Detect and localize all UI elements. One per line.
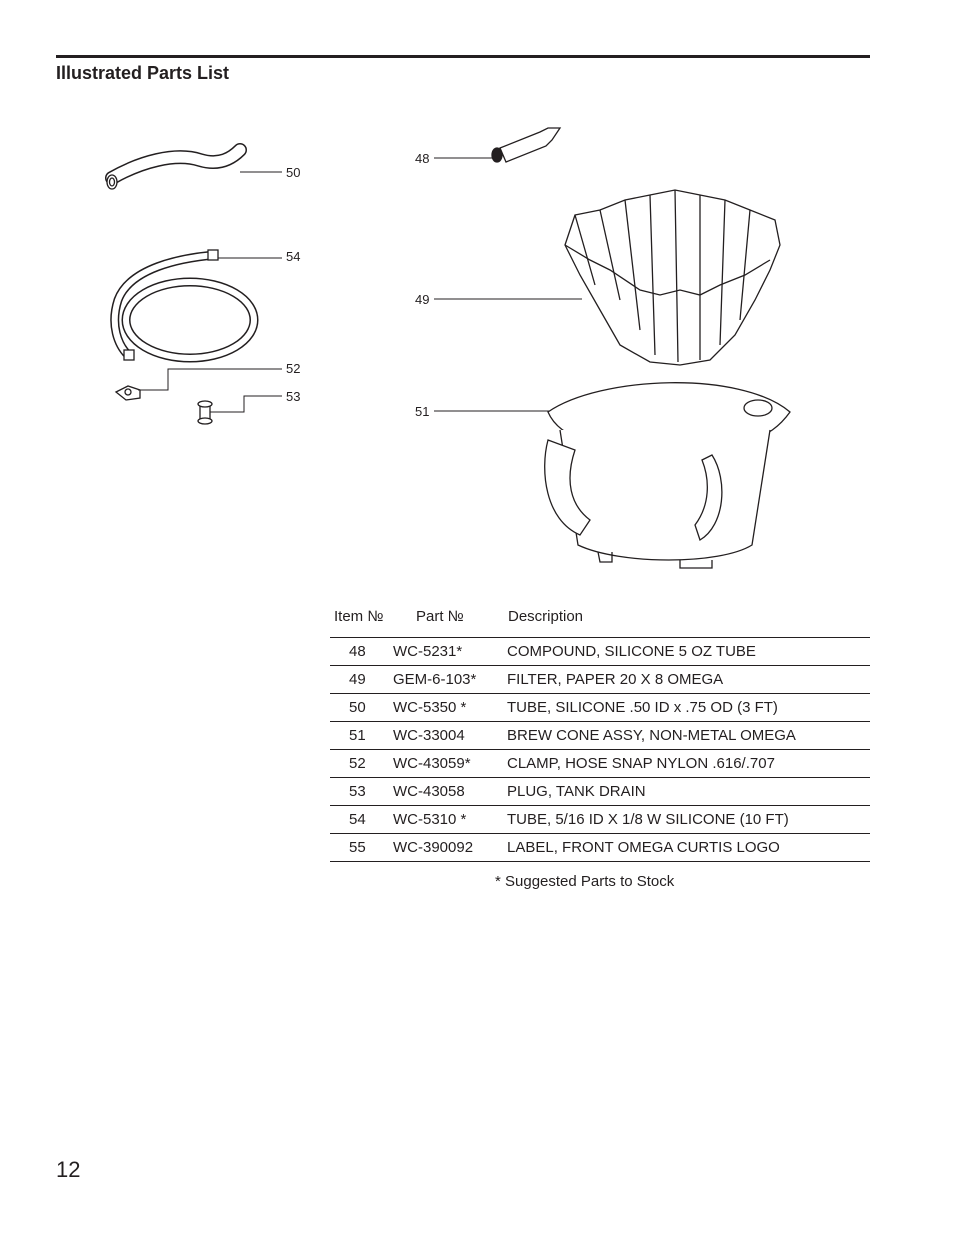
callout-54: 54 bbox=[286, 249, 300, 264]
callout-52: 52 bbox=[286, 361, 300, 376]
part-number: WC-5231* bbox=[393, 643, 463, 660]
table-row: 50 WC-5350 * TUBE, SILICONE .50 ID x .75… bbox=[330, 694, 870, 722]
part-description: TUBE, 5/16 ID X 1/8 W SILICONE (10 FT) bbox=[507, 811, 789, 828]
part-description: TUBE, SILICONE .50 ID x .75 OD (3 FT) bbox=[507, 699, 778, 716]
item-number: 51 bbox=[349, 727, 366, 744]
item-number: 52 bbox=[349, 755, 366, 772]
part-description: FILTER, PAPER 20 X 8 OMEGA bbox=[507, 671, 724, 688]
part-description: BREW CONE ASSY, NON-METAL OMEGA bbox=[507, 727, 796, 744]
item-number: 48 bbox=[349, 643, 366, 660]
table-row: 53 WC-43058 PLUG, TANK DRAIN bbox=[330, 778, 870, 806]
part-number: WC-390092 bbox=[393, 839, 474, 856]
item-number: 55 bbox=[349, 839, 366, 856]
parts-table: Item № Part № Description 48 WC-5231* CO… bbox=[330, 602, 870, 862]
header-item-number: Item № bbox=[334, 608, 384, 625]
callout-48: 48 bbox=[415, 151, 429, 166]
table-row: 54 WC-5310 * TUBE, 5/16 ID X 1/8 W SILIC… bbox=[330, 806, 870, 834]
callout-53: 53 bbox=[286, 389, 300, 404]
part-number: WC-5350 * bbox=[393, 699, 467, 716]
callout-49: 49 bbox=[415, 292, 429, 307]
table-row: 51 WC-33004 BREW CONE ASSY, NON-METAL OM… bbox=[330, 722, 870, 750]
callout-50: 50 bbox=[286, 165, 300, 180]
item-number: 49 bbox=[349, 671, 366, 688]
part-description: LABEL, FRONT OMEGA CURTIS LOGO bbox=[507, 839, 780, 856]
brew-cone-illustration bbox=[544, 382, 791, 569]
part-number: GEM-6-103* bbox=[393, 671, 477, 688]
table-row: 49 GEM-6-103* FILTER, PAPER 20 X 8 OMEGA bbox=[330, 666, 870, 694]
part-number: WC-5310 * bbox=[393, 811, 467, 828]
paper-filter-illustration bbox=[564, 189, 781, 366]
table-row: 55 WC-390092 LABEL, FRONT OMEGA CURTIS L… bbox=[330, 834, 870, 862]
coiled-tube-illustration bbox=[110, 249, 259, 363]
header-description: Description bbox=[508, 608, 584, 625]
item-number: 53 bbox=[349, 783, 366, 800]
part-description: PLUG, TANK DRAIN bbox=[507, 783, 646, 800]
item-number: 50 bbox=[349, 699, 366, 716]
header-part-number: Part № bbox=[416, 608, 464, 625]
table-row: 48 WC-5231* COMPOUND, SILICONE 5 OZ TUBE bbox=[330, 638, 870, 666]
part-description: CLAMP, HOSE SNAP NYLON .616/.707 bbox=[507, 755, 775, 772]
callout-leaders bbox=[138, 157, 582, 413]
silicone-compound-tube-illustration bbox=[491, 127, 562, 163]
part-number: WC-43059* bbox=[393, 755, 471, 772]
footnote: * Suggested Parts to Stock bbox=[495, 873, 675, 890]
table-row: 52 WC-43059* CLAMP, HOSE SNAP NYLON .616… bbox=[330, 750, 870, 778]
page-number: 12 bbox=[56, 1157, 81, 1182]
silicone-tube-illustration bbox=[105, 143, 247, 190]
part-description: COMPOUND, SILICONE 5 OZ TUBE bbox=[507, 643, 756, 660]
part-number: WC-43058 bbox=[393, 783, 465, 800]
drain-plug-illustration bbox=[197, 400, 213, 425]
header-rule bbox=[56, 55, 870, 58]
parts-diagram: 50 54 52 53 48 49 51 bbox=[105, 127, 791, 569]
part-number: WC-33004 bbox=[393, 727, 465, 744]
callout-51: 51 bbox=[415, 404, 429, 419]
table-header: Item № Part № Description bbox=[330, 602, 870, 638]
hose-clamp-illustration bbox=[114, 385, 141, 401]
page-title: Illustrated Parts List bbox=[56, 63, 230, 83]
item-number: 54 bbox=[349, 811, 366, 828]
